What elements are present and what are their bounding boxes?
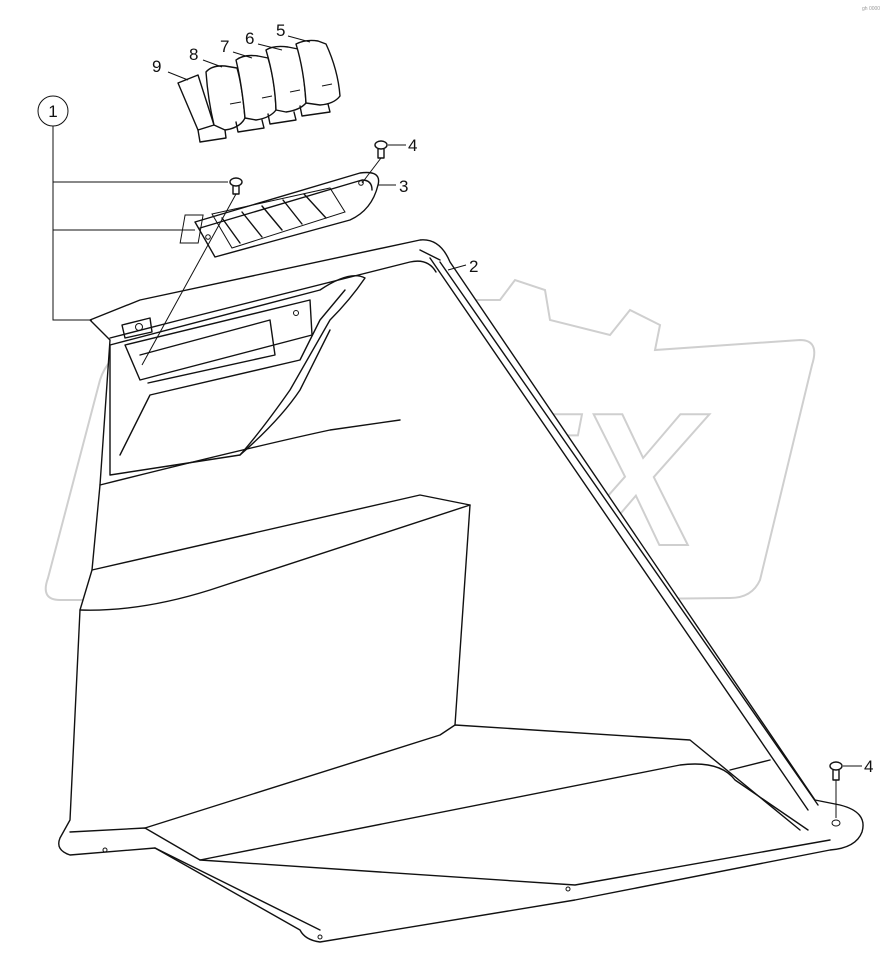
switch-bank-parts-5-9 bbox=[177, 39, 341, 143]
callout-5: 5 bbox=[276, 21, 311, 43]
callout-9-label: 9 bbox=[152, 57, 161, 76]
screw-bottom-right bbox=[829, 761, 843, 818]
callout-1: 1 bbox=[37, 95, 228, 321]
callout-7-label: 7 bbox=[220, 37, 229, 56]
trim-panel-part-2 bbox=[58, 239, 864, 943]
callout-4-bottom-label: 4 bbox=[864, 757, 873, 776]
callout-6: 6 bbox=[245, 29, 283, 51]
callout-7: 7 bbox=[220, 37, 253, 59]
callout-9: 9 bbox=[152, 57, 189, 81]
corner-note: gh 0000 bbox=[862, 6, 880, 12]
callout-3: 3 bbox=[378, 177, 408, 196]
callout-5-label: 5 bbox=[276, 21, 285, 40]
callout-3-label: 3 bbox=[399, 177, 408, 196]
callout-4-top: 4 bbox=[388, 136, 417, 155]
callout-2: 2 bbox=[447, 257, 478, 276]
bezel-plate-part-3 bbox=[179, 171, 380, 258]
callout-6-label: 6 bbox=[245, 29, 254, 48]
screw-top-left bbox=[141, 177, 243, 366]
callout-4-bottom: 4 bbox=[843, 757, 873, 776]
callout-8-label: 8 bbox=[189, 45, 198, 64]
callout-2-label: 2 bbox=[469, 257, 478, 276]
screw-top-right bbox=[361, 140, 388, 184]
callout-1-label: 1 bbox=[48, 102, 57, 121]
callout-4-top-label: 4 bbox=[408, 136, 417, 155]
callout-8: 8 bbox=[189, 45, 223, 68]
